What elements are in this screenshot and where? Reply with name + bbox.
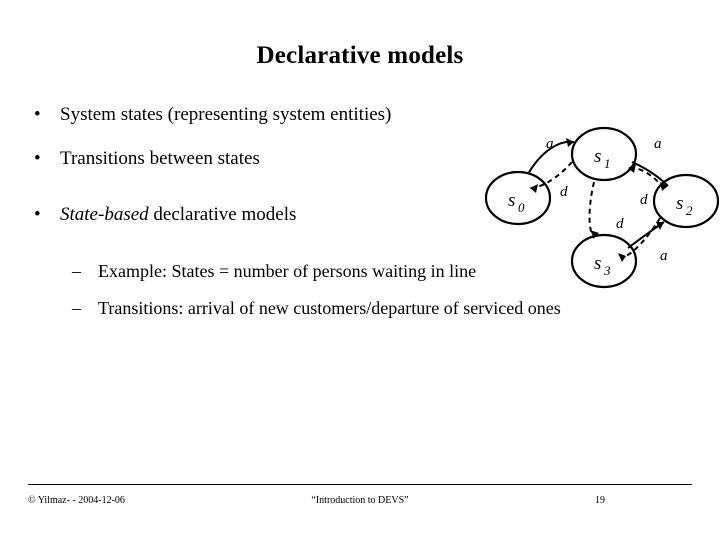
arrowhead	[618, 253, 626, 262]
state-node-s0	[484, 170, 552, 226]
bullet-item-1: • System states (representing system ent…	[0, 104, 660, 126]
state-node-s1	[570, 126, 638, 182]
bullet-text: System states (representing system entit…	[60, 104, 392, 125]
bullet-marker: •	[34, 148, 41, 169]
sub-bullet-item-1: – Example: States = number of persons wa…	[0, 260, 660, 283]
edge-label-d-3: d	[616, 216, 624, 232]
sub-bullet-item-2: – Transitions: arrival of new customers/…	[0, 297, 660, 320]
footer-author: © Yilmaz- - 2004-12-06	[28, 495, 125, 506]
page-title: Declarative models	[256, 42, 464, 69]
edge-label-a-1: a	[546, 136, 554, 152]
state-label-s3-sub: 3	[603, 263, 611, 278]
footer-divider	[28, 484, 692, 485]
arrowhead	[628, 164, 636, 173]
edge-label-a-2: a	[654, 136, 662, 152]
sub-bullet-marker: –	[72, 261, 81, 281]
state-node-s2	[652, 173, 720, 229]
edge-s1-s2	[631, 161, 669, 187]
state-label-s3: s	[594, 253, 601, 274]
bullet-text-emphasis: State-based	[60, 204, 149, 225]
state-label-s0: s	[508, 190, 515, 211]
bullet-list: • System states (representing system ent…	[0, 104, 660, 334]
bullet-item-2: • Transitions between states	[0, 148, 660, 170]
state-label-s1: s	[594, 146, 601, 167]
state-label-s2: s	[676, 193, 683, 214]
state-label-s2-sub: 2	[686, 203, 693, 218]
state-label-s1-sub: 1	[604, 156, 611, 171]
edge-label-a-3: a	[660, 248, 668, 264]
arrowhead	[656, 222, 664, 230]
state-node-s3	[570, 233, 638, 289]
state-transition-diagram: s 0 s 1 s 2 s 3 a a d d d a	[468, 96, 720, 296]
arrowhead	[530, 184, 538, 193]
edge-s1-s3	[588, 181, 595, 239]
sub-bullet-text: Example: States = number of persons wait…	[98, 261, 477, 281]
edge-label-d-1: d	[560, 184, 568, 200]
sub-bullet-text: Transitions: arrival of new customers/de…	[98, 298, 561, 318]
bullet-marker: •	[34, 204, 41, 225]
state-label-s0-sub: 0	[518, 200, 525, 215]
arrowhead	[566, 138, 574, 147]
bullet-text: declarative models	[148, 204, 297, 225]
edge-s2-s3	[625, 217, 661, 257]
bullet-item-3: • State-based declarative models	[0, 204, 660, 226]
arrowhead	[660, 182, 668, 191]
footer-title: “Introduction to DEVS”	[311, 495, 409, 506]
footer-page-number: 19	[595, 495, 605, 506]
bullet-marker: •	[34, 104, 41, 125]
slide-footer: © Yilmaz- - 2004-12-06 “Introduction to …	[0, 495, 720, 515]
bullet-text: Transitions between states	[60, 148, 260, 169]
sub-bullet-marker: –	[72, 298, 81, 318]
edge-label-d-2: d	[640, 192, 648, 208]
arrowhead	[590, 230, 599, 238]
